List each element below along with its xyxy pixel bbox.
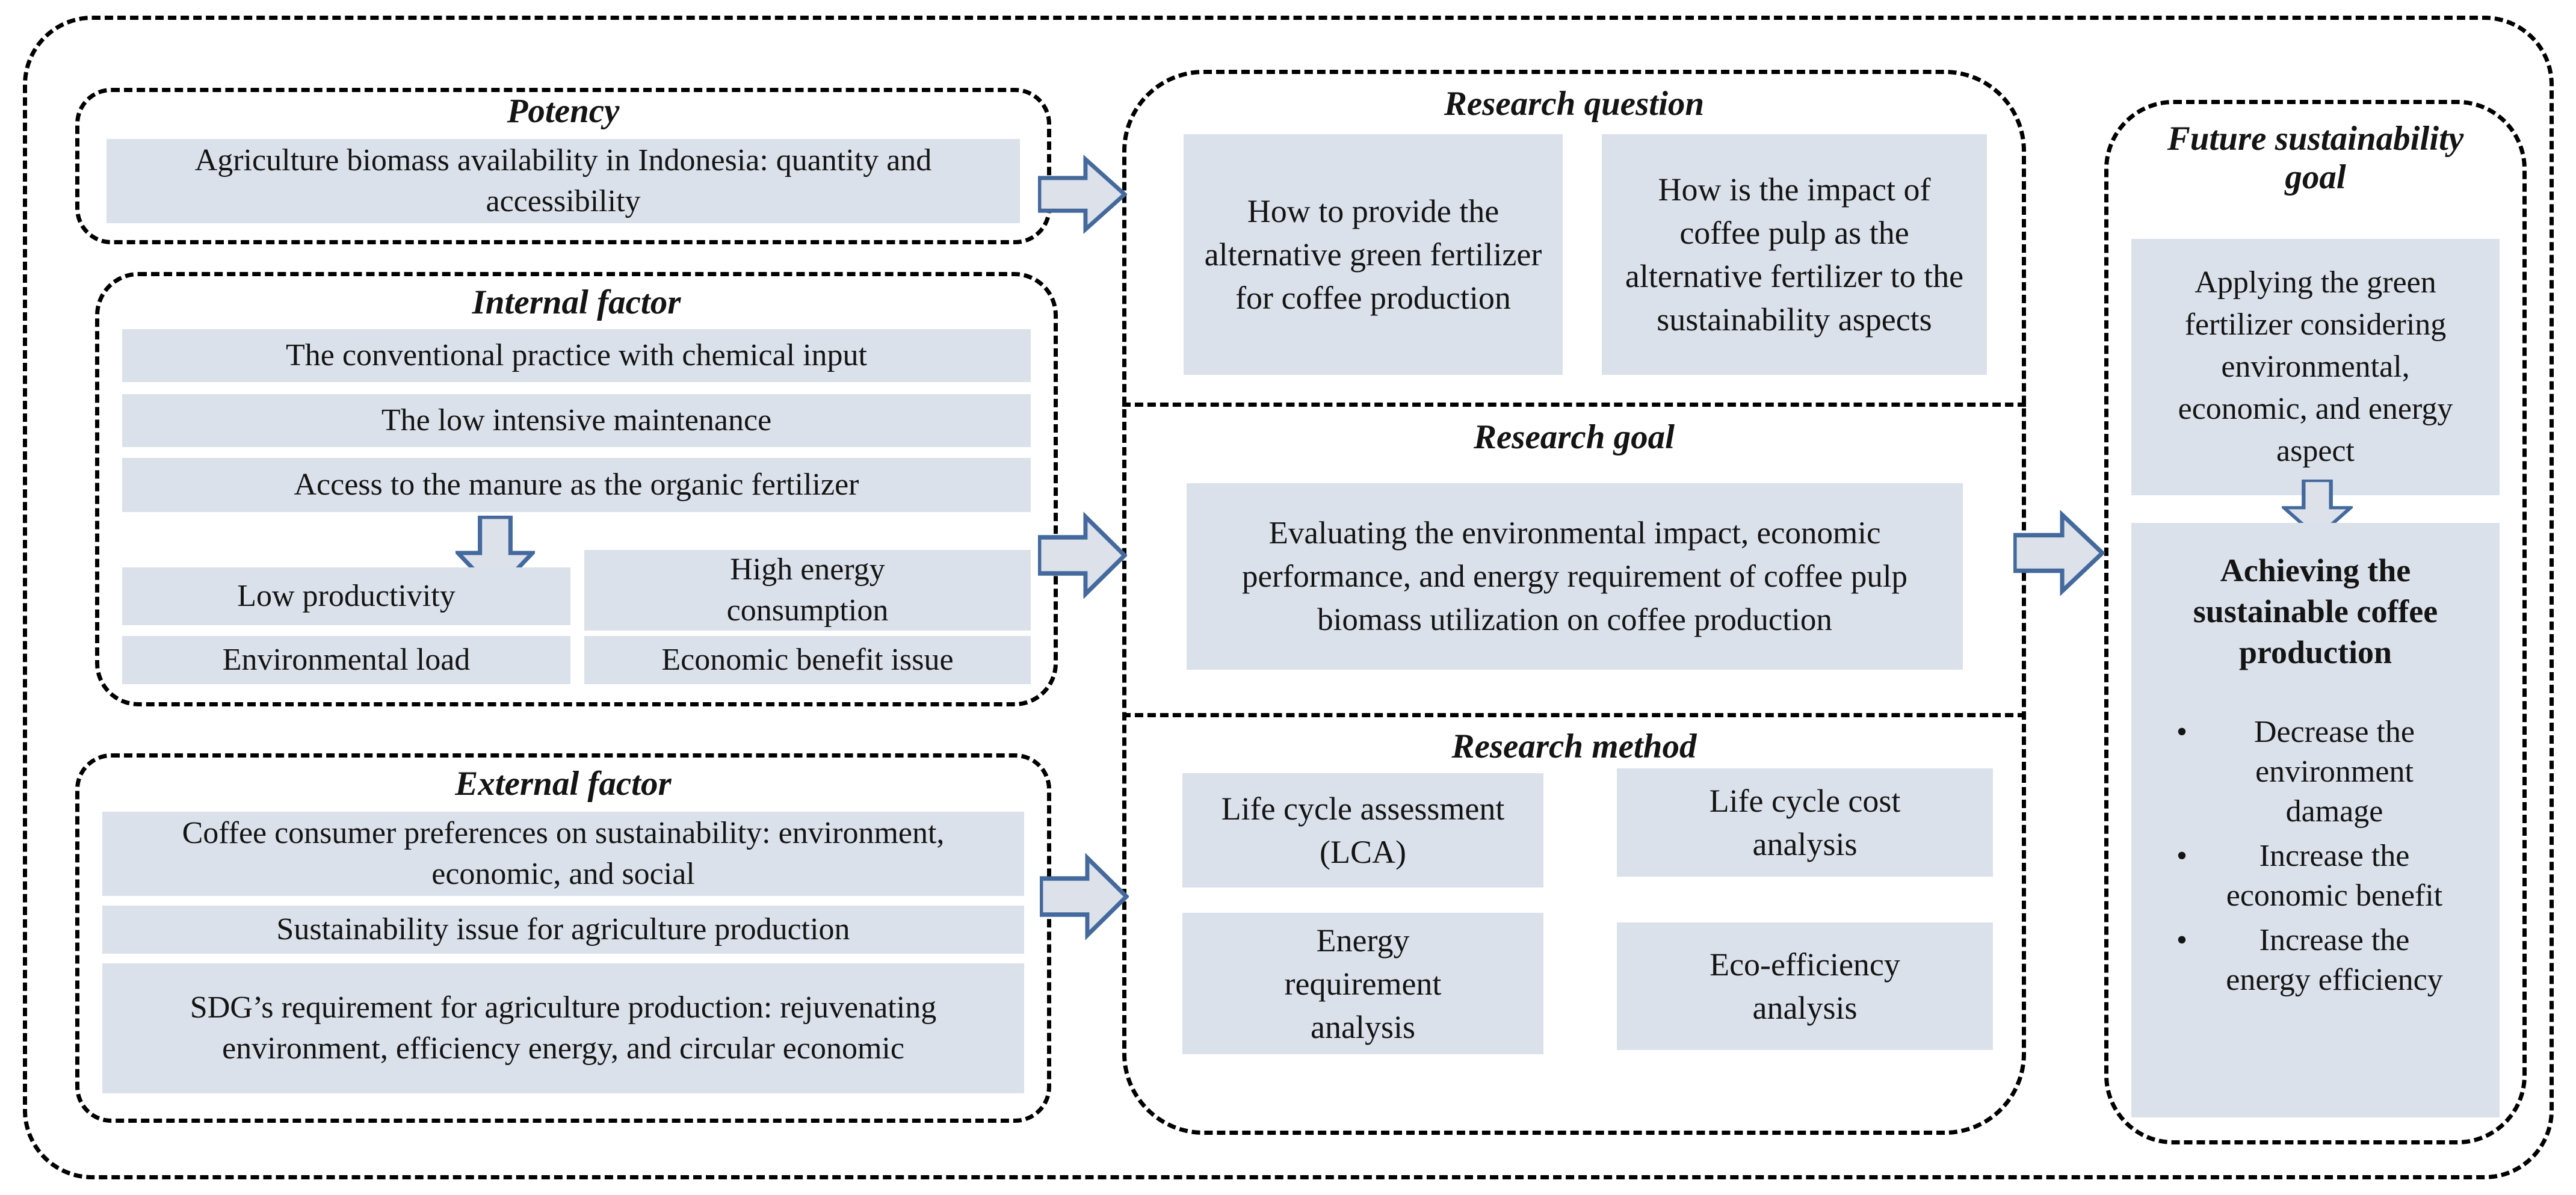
section-divider: [1122, 403, 2026, 407]
achieving-heading: Achieving the sustainable coffee product…: [2193, 552, 2438, 670]
internal-factor-title: Internal factor: [472, 283, 681, 321]
external-factor-item: Coffee consumer preferences on sustainab…: [102, 812, 1024, 896]
arrow-right-icon: [2013, 510, 2105, 596]
bullet-item: • Increase the economic benefit: [2149, 836, 2482, 916]
applying-green-fertilizer-item: Applying the green fertilizer considerin…: [2131, 239, 2500, 495]
outer-frame: [23, 16, 2554, 1179]
internal-factor-item: The low intensive maintenance: [122, 394, 1031, 447]
external-factor-box: External factor Coffee consumer preferen…: [75, 753, 1051, 1123]
research-box: Research question How to provide the alt…: [1122, 70, 2026, 1135]
research-question-title: Research question: [1444, 85, 1705, 123]
section-divider: [1122, 713, 2026, 717]
research-method-item: Life cycle assessment (LCA): [1182, 773, 1543, 888]
potency-box: Potency Agriculture biomass availability…: [75, 88, 1051, 244]
achieving-sustainable-production-item: Achieving the sustainable coffee product…: [2131, 523, 2500, 1117]
bullet-dot: •: [2176, 715, 2188, 749]
potency-item: Agriculture biomass availability in Indo…: [107, 139, 1020, 223]
internal-consequence: Environmental load: [122, 636, 570, 684]
external-factor-item: Sustainability issue for agriculture pro…: [102, 906, 1024, 954]
future-goal-box: Future sustainability goal Applying the …: [2104, 100, 2527, 1144]
bullet-dot: •: [2176, 923, 2188, 957]
arrow-down-icon: [2282, 480, 2353, 539]
internal-consequence: High energy consumption: [584, 550, 1031, 631]
internal-factor-item: Access to the manure as the organic fert…: [122, 458, 1031, 512]
external-factor-title: External factor: [455, 765, 672, 803]
research-goal-item: Evaluating the environmental impact, eco…: [1187, 483, 1963, 670]
internal-consequence: Low productivity: [122, 567, 570, 625]
future-goal-title: Future sustainability goal: [2167, 120, 2464, 196]
research-method-item: Life cycle cost analysis: [1617, 768, 1993, 877]
bullet-item: • Decrease the environment damage: [2149, 712, 2482, 832]
arrow-right-icon: [1038, 511, 1127, 599]
external-factor-item: SDG’s requirement for agriculture produc…: [102, 963, 1024, 1093]
internal-factor-box: Internal factor The conventional practic…: [95, 272, 1058, 706]
arrow-right-icon: [1038, 155, 1127, 234]
potency-title: Potency: [507, 92, 620, 130]
research-method-title: Research method: [1451, 727, 1697, 765]
bullet-dot: •: [2176, 839, 2188, 873]
research-question-item: How to provide the alternative green fer…: [1184, 134, 1563, 375]
research-question-item: How is the impact of coffee pulp as the …: [1602, 134, 1987, 375]
arrow-right-icon: [1040, 853, 1129, 940]
research-goal-title: Research goal: [1473, 418, 1675, 456]
research-method-item: Energy requirement analysis: [1182, 913, 1543, 1054]
future-goal-bullet-list: • Decrease the environment damage • Incr…: [2149, 712, 2482, 1000]
bullet-item: • Increase the energy efficiency: [2149, 921, 2482, 1000]
internal-factor-item: The conventional practice with chemical …: [122, 329, 1031, 382]
research-method-item: Eco-efficiency analysis: [1617, 922, 1993, 1050]
internal-consequence: Economic benefit issue: [584, 636, 1031, 684]
